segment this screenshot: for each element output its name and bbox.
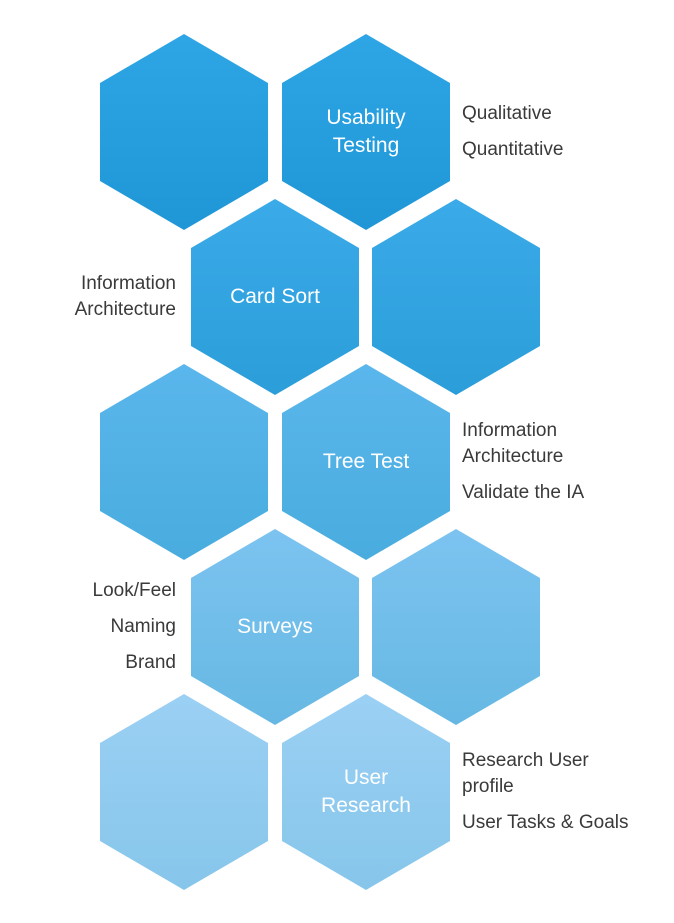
note-text: Naming: [110, 616, 176, 637]
hexagon-1-blank: [100, 34, 268, 230]
hexagon-2-labeled: [191, 199, 359, 395]
note-text: Information Architecture: [74, 273, 176, 320]
hex-label: Surveys: [237, 615, 313, 638]
hexagon-1-labeled: [282, 34, 450, 230]
note-text: Quantitative: [462, 139, 564, 160]
hexagon-5-labeled: [282, 694, 450, 890]
hexagon-5-blank: [100, 694, 268, 890]
note-text: Research User profile: [462, 750, 589, 797]
hexagon-2-blank: [372, 199, 540, 395]
note-group: Information Architecture: [75, 271, 176, 333]
hexagon-4-labeled: [191, 529, 359, 725]
hexagon-4-blank: [372, 529, 540, 725]
hex-label: User Research: [321, 766, 411, 817]
note-text: Validate the IA: [462, 482, 585, 503]
note-text: Brand: [125, 652, 176, 673]
hexagon-3-blank: [100, 364, 268, 560]
hex-label: Usability Testing: [326, 106, 406, 157]
hex-label: Tree Test: [322, 450, 410, 473]
note-text: Qualitative: [462, 103, 552, 124]
note-text: User Tasks & Goals: [462, 812, 629, 833]
note-text: Look/Feel: [92, 580, 176, 601]
hex-label: Card Sort: [230, 285, 320, 308]
hexagon-3-labeled: [282, 364, 450, 560]
note-text: Information Architecture: [462, 420, 564, 467]
